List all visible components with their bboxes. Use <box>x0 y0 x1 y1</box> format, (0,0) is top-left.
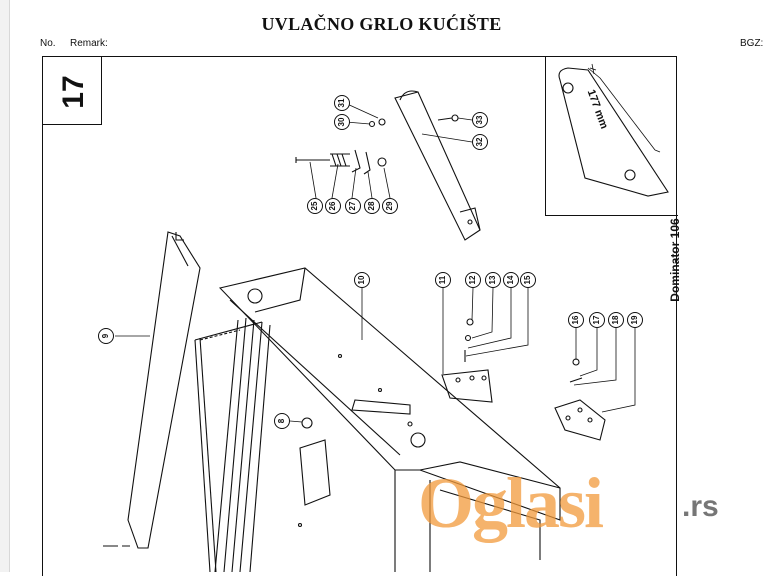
callout-28: 28 <box>364 198 380 214</box>
callout-11: 11 <box>435 272 451 288</box>
callout-33: 33 <box>472 112 488 128</box>
page-number-box <box>43 57 102 125</box>
callout-31: 31 <box>334 95 350 111</box>
callout-12: 12 <box>465 272 481 288</box>
callout-14: 14 <box>503 272 519 288</box>
watermark-logo: Oglasi <box>418 463 604 543</box>
callout-26: 26 <box>325 198 341 214</box>
small-plate-part <box>554 358 606 441</box>
callout-27: 27 <box>345 198 361 214</box>
callout-8: 8 <box>274 413 290 429</box>
document-title: UVLAČNO GRLO KUĆIŠTE <box>261 14 502 34</box>
callout-15: 15 <box>520 272 536 288</box>
callout-25: 25 <box>307 198 323 214</box>
callout-18: 18 <box>608 312 624 328</box>
model-label: Dominator 106 <box>668 218 682 302</box>
inset-detail-part <box>558 63 669 197</box>
bracket-part <box>441 318 493 403</box>
arm-part <box>368 90 481 241</box>
no-label: No. <box>40 38 56 49</box>
leader-lines <box>115 102 636 423</box>
callout-19: 19 <box>627 312 643 328</box>
main-plate-part <box>218 267 561 572</box>
callout-10: 10 <box>354 272 370 288</box>
connection-dashed-line <box>199 329 241 341</box>
side-panel-part <box>127 231 201 549</box>
drawing-frame <box>42 56 677 576</box>
callout-30: 30 <box>334 114 350 130</box>
cover-plate-part <box>297 417 331 528</box>
callout-32: 32 <box>472 134 488 150</box>
bgz-label: BGZ: <box>740 38 763 49</box>
callout-17: 17 <box>589 312 605 328</box>
rail-part <box>194 317 271 572</box>
remark-label: Remark: <box>70 38 108 49</box>
callout-16: 16 <box>568 312 584 328</box>
inset-detail-box <box>545 57 678 216</box>
bolt-spring-set <box>295 149 387 175</box>
watermark-suffix: .rs <box>682 490 719 523</box>
left-edge-strip <box>0 0 10 572</box>
callout-29: 29 <box>382 198 398 214</box>
callout-9: 9 <box>98 328 114 344</box>
callout-13: 13 <box>485 272 501 288</box>
